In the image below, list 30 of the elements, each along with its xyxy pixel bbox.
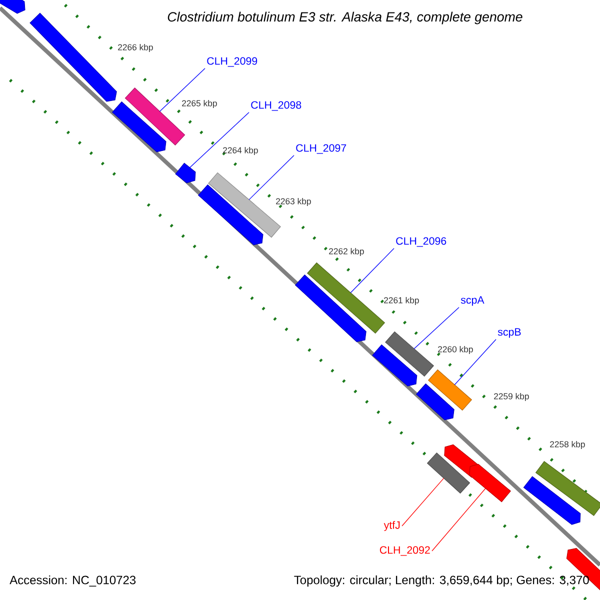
leader-line (402, 478, 444, 526)
tick-label: 2263 kbp (276, 198, 311, 206)
leader-line (159, 68, 206, 112)
leader-line (350, 248, 394, 294)
tick-label: 2259 kbp (494, 392, 529, 402)
gene-label: scpB (498, 328, 521, 338)
gene-bar (175, 162, 196, 184)
tick-label: 2266 kbp (118, 44, 153, 52)
gene-label: CLH_2092 (380, 546, 430, 556)
gene-label: CLH_2099 (207, 57, 258, 67)
leader-line (190, 112, 250, 168)
tick-label: 2261 kbp (384, 296, 419, 306)
tick-label: 2265 kbp (182, 100, 217, 108)
tick-label: 2258 kbp (550, 440, 585, 450)
leader-line (414, 307, 460, 350)
tick-label: 2260 kbp (438, 346, 473, 354)
gene-label: scpA (460, 296, 484, 306)
genome-info-text: Topology: circular; Length: 3,659,644 bp; Genes: 3,370 (294, 575, 589, 587)
gene-label: CLH_2098 (251, 101, 302, 111)
leader-line (248, 155, 294, 200)
leader-line (432, 488, 486, 552)
gene-label: CLH_2097 (296, 144, 346, 154)
gene-label: CLH_2096 (396, 237, 446, 247)
gene-label: ytfJ (384, 521, 400, 531)
tick-label: 2264 kbp (223, 146, 258, 156)
gene-bar (385, 331, 434, 377)
accession-text: Accession: NC_010723 (10, 575, 136, 587)
leader-line (454, 339, 496, 386)
gene-bar (469, 464, 511, 502)
title: Clostridium botulinum E3 str. Alaska E43, complete genome (168, 12, 522, 24)
